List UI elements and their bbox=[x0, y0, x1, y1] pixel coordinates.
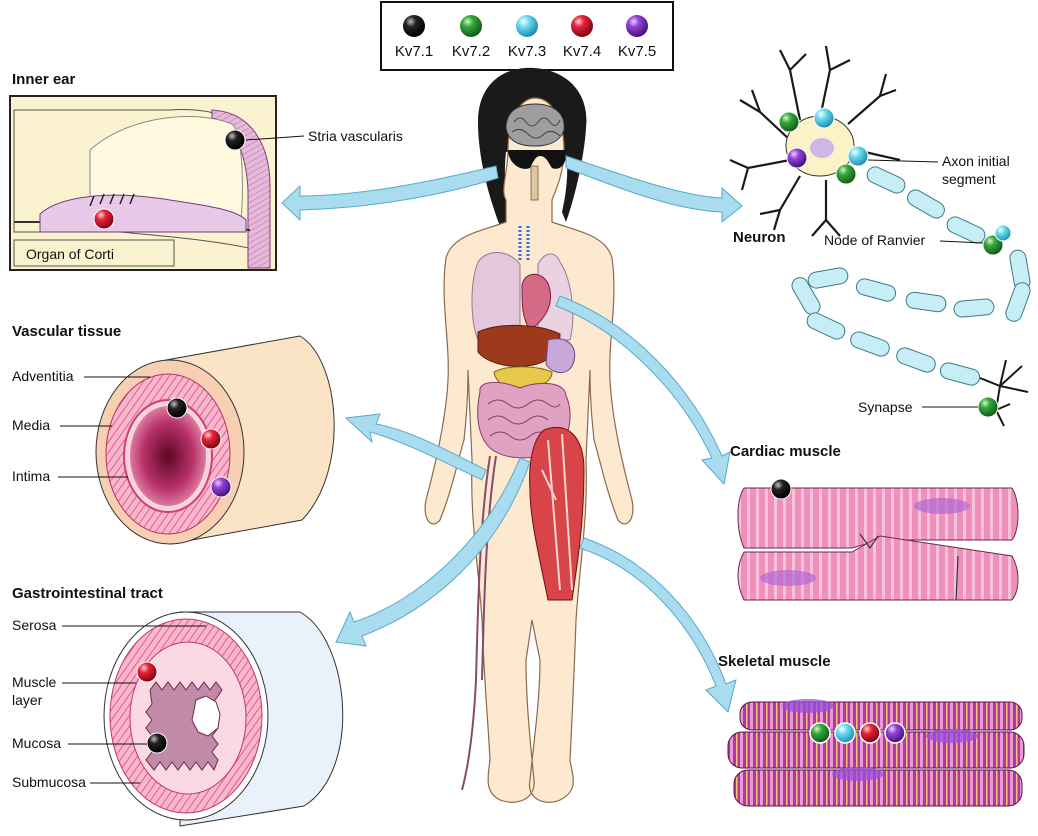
cardiac-title: Cardiac muscle bbox=[730, 443, 841, 460]
nucleus bbox=[810, 138, 834, 158]
neuron-panel: Axon initial segment Neuron Node of Ranv… bbox=[730, 46, 1032, 426]
kv72-marker-ais bbox=[836, 164, 856, 184]
media-label: Media bbox=[12, 417, 50, 433]
kv71-swatch bbox=[403, 15, 425, 37]
ais-label-line2: segment bbox=[942, 171, 996, 187]
skeletal-panel: Skeletal muscle bbox=[718, 653, 1024, 806]
kv72-marker-skeletal bbox=[810, 723, 830, 743]
stomach bbox=[546, 339, 575, 373]
muscle-label-line2: layer bbox=[12, 692, 43, 708]
kv73-marker-ranvier bbox=[995, 225, 1011, 241]
arrow-to-inner-ear bbox=[282, 166, 498, 220]
kv75-label: Kv7.5 bbox=[618, 43, 656, 60]
serosa-label: Serosa bbox=[12, 617, 57, 633]
vascular-title: Vascular tissue bbox=[12, 323, 121, 340]
vascular-panel: Vascular tissue Adventitia Media Intima bbox=[12, 323, 334, 544]
mucosa-label: Mucosa bbox=[12, 735, 61, 751]
kv71-label: Kv7.1 bbox=[395, 43, 433, 60]
kv71-marker-cardiac bbox=[771, 479, 791, 499]
kv74-marker-vascular bbox=[201, 429, 221, 449]
stria-label: Stria vascularis bbox=[308, 128, 403, 144]
arrow-to-neuron bbox=[566, 156, 742, 222]
kv75-marker-skeletal bbox=[885, 723, 905, 743]
submucosa-label: Submucosa bbox=[12, 774, 86, 790]
kv73-marker-soma bbox=[814, 108, 834, 128]
corti-label: Organ of Corti bbox=[26, 246, 114, 262]
intima-label: Intima bbox=[12, 468, 50, 484]
kv73-marker-skeletal bbox=[835, 723, 855, 743]
neuron-title: Neuron bbox=[733, 229, 786, 246]
kv74-swatch bbox=[571, 15, 593, 37]
spinal-cord bbox=[531, 166, 538, 200]
kv75-swatch bbox=[626, 15, 648, 37]
skeletal-nucleus-1 bbox=[782, 699, 834, 713]
legend: Kv7.1 Kv7.2 Kv7.3 Kv7.4 Kv7.5 bbox=[381, 2, 673, 70]
arrow-to-skeletal bbox=[580, 538, 736, 712]
inner-ear-panel: Inner ear Organ of Corti Stria vasculari… bbox=[10, 71, 403, 270]
kv75-marker-vascular bbox=[211, 477, 231, 497]
cardiac-panel: Cardiac muscle bbox=[730, 443, 1018, 600]
kv71-marker-vascular bbox=[167, 398, 187, 418]
ais-leader bbox=[868, 160, 938, 162]
kv72-marker-synapse bbox=[978, 397, 998, 417]
synapse-label: Synapse bbox=[858, 399, 913, 415]
kv75-marker-soma bbox=[787, 148, 807, 168]
ranvier-label: Node of Ranvier bbox=[824, 232, 926, 248]
gi-panel: Gastrointestinal tract Serosa Muscle lay… bbox=[12, 585, 343, 826]
kv71-marker-ear bbox=[225, 130, 245, 150]
ais-label-line1: Axon initial bbox=[942, 153, 1010, 169]
kv73-swatch bbox=[516, 15, 538, 37]
gi-title: Gastrointestinal tract bbox=[12, 585, 163, 602]
adventitia-label: Adventitia bbox=[12, 368, 74, 384]
cardiac-nucleus-1 bbox=[914, 498, 970, 514]
kv73-label: Kv7.3 bbox=[508, 43, 546, 60]
kv74-marker-skeletal bbox=[860, 723, 880, 743]
kv72-marker-soma bbox=[779, 112, 799, 132]
vessel-lumen bbox=[130, 406, 206, 506]
kv74-marker-gi bbox=[137, 662, 157, 682]
kv71-marker-gi bbox=[147, 733, 167, 753]
kv73-marker-ais bbox=[848, 146, 868, 166]
skeletal-title: Skeletal muscle bbox=[718, 653, 831, 670]
kv72-swatch bbox=[460, 15, 482, 37]
skeletal-nucleus-3 bbox=[832, 767, 884, 781]
cardiac-nucleus-2 bbox=[760, 570, 816, 586]
kv72-label: Kv7.2 bbox=[452, 43, 490, 60]
skeletal-nucleus-2 bbox=[926, 729, 978, 743]
inner-ear-title: Inner ear bbox=[12, 71, 76, 88]
muscle-label-line1: Muscle bbox=[12, 674, 57, 690]
kv74-marker-ear bbox=[94, 209, 114, 229]
kv74-label: Kv7.4 bbox=[563, 43, 601, 60]
